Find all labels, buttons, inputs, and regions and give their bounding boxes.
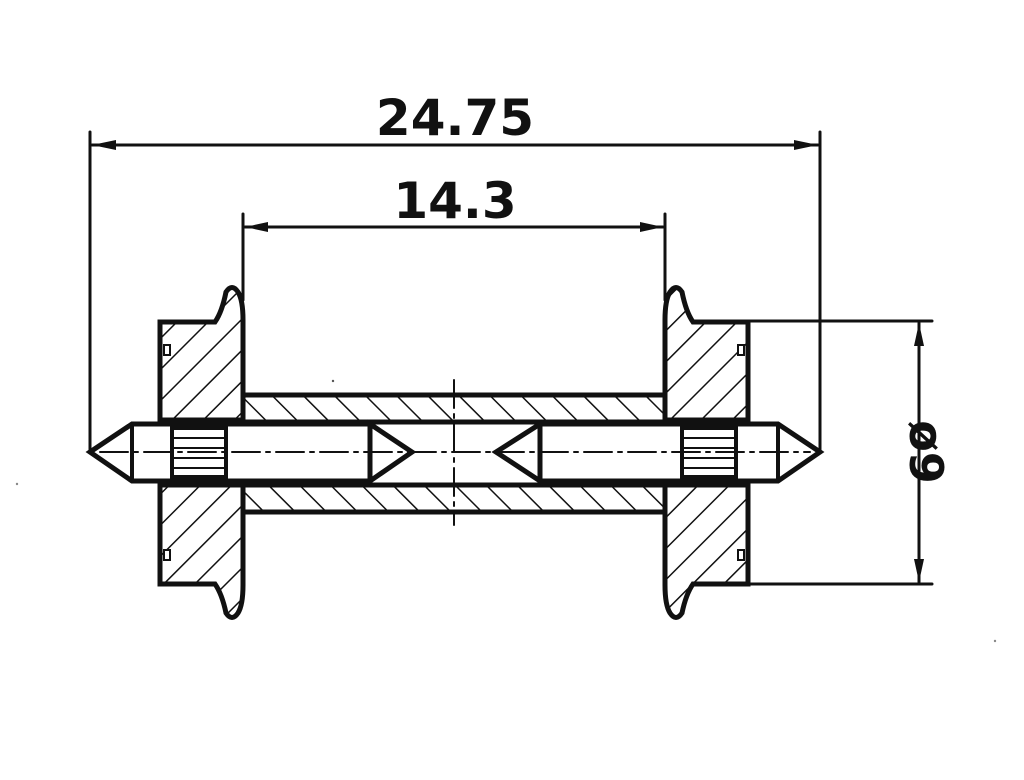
centerline [99, 379, 811, 526]
overall-length-dimension: 24.75 [88, 89, 822, 454]
diameter-dimension: ø9 [746, 319, 953, 586]
overall-length-label: 24.75 [376, 89, 534, 147]
right-wheel [662, 285, 751, 620]
left-wheel [157, 285, 246, 620]
back-to-back-dimension: 14.3 [241, 172, 667, 302]
back-to-back-label: 14.3 [393, 172, 516, 230]
diameter-label: ø9 [899, 420, 953, 484]
